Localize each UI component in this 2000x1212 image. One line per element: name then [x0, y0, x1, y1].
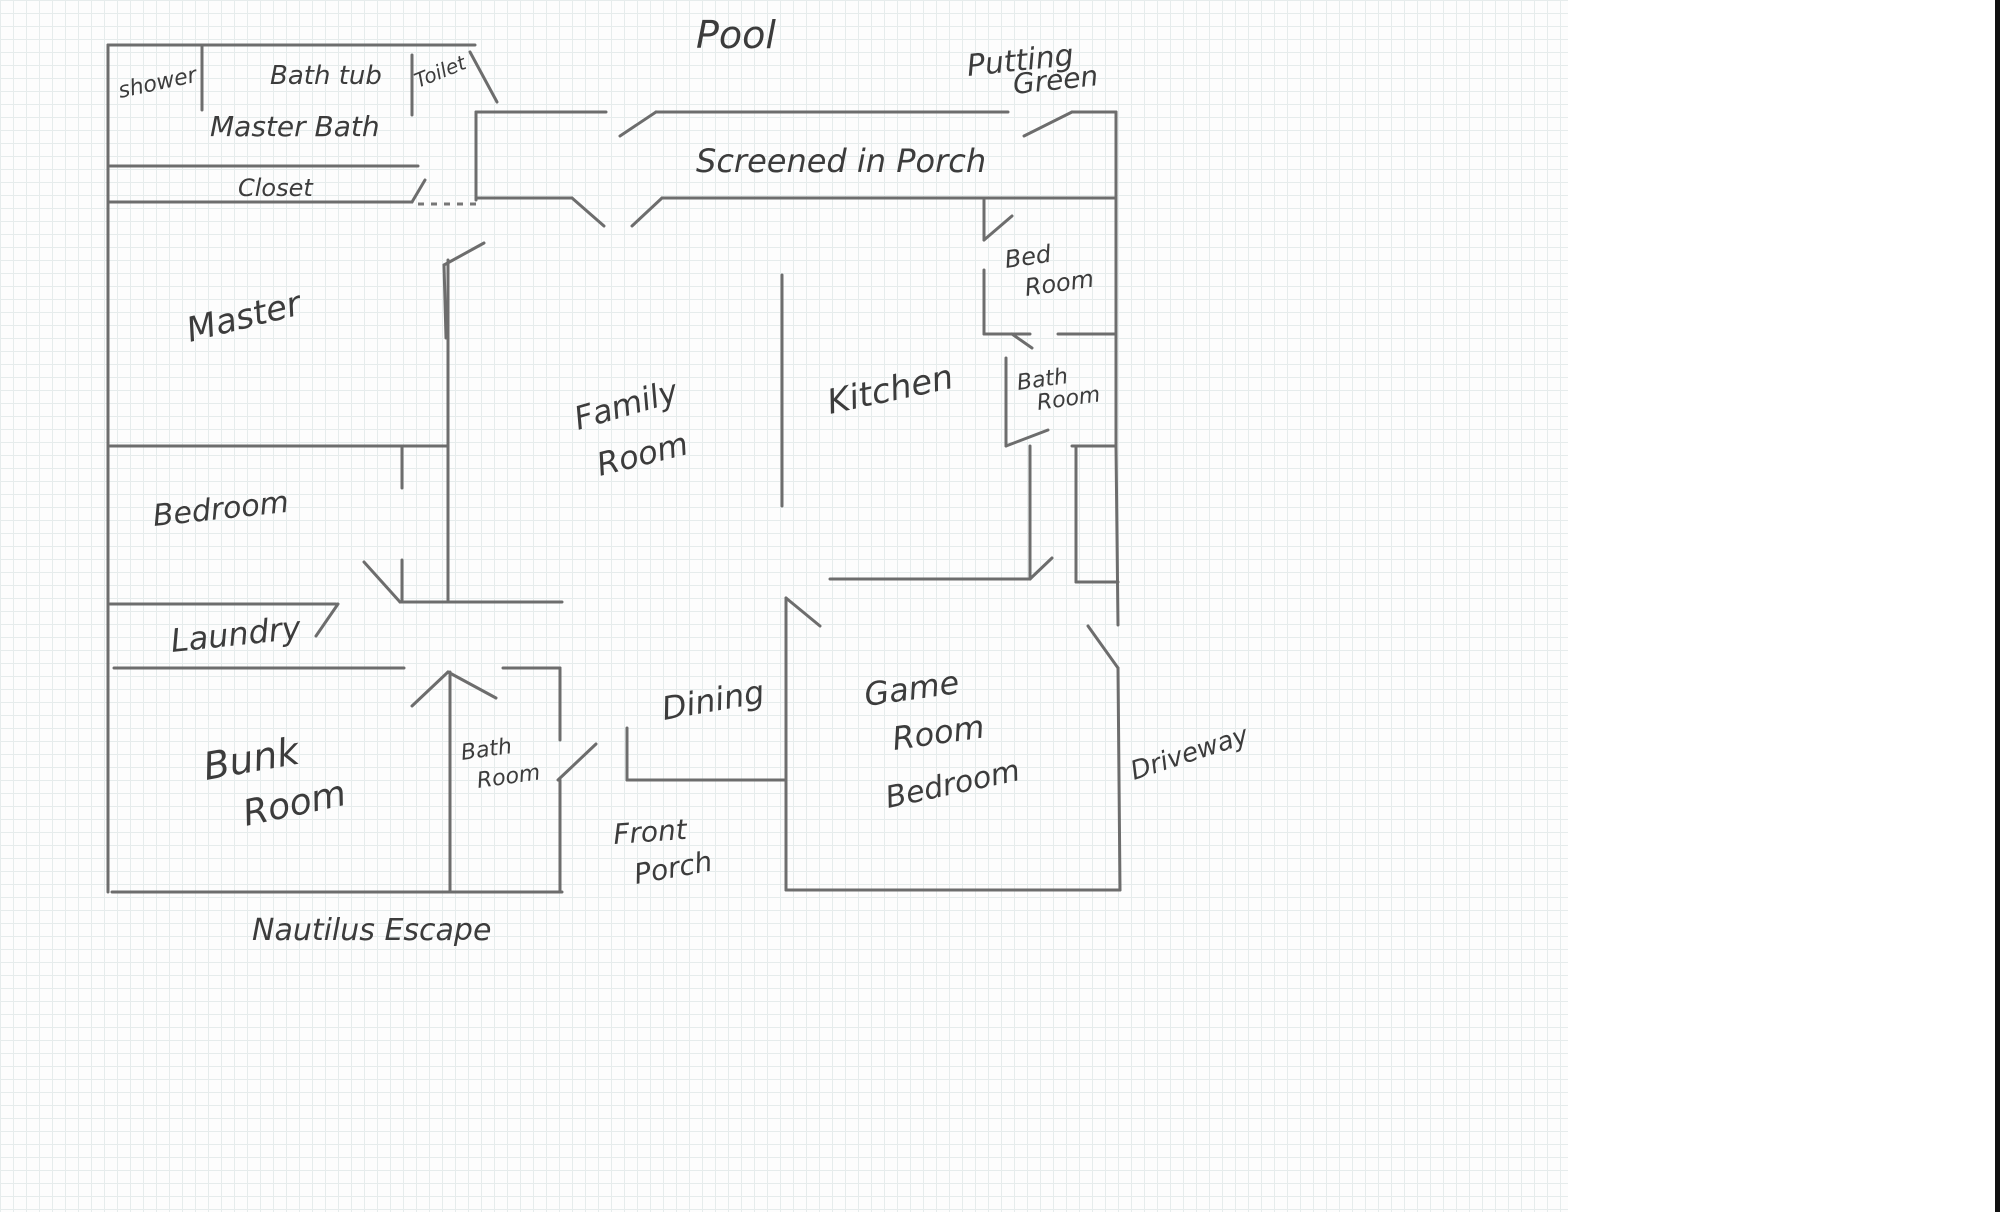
- door-game: [784, 596, 822, 628]
- label-family-room: Room: [593, 424, 692, 483]
- label-toilet: Toilet: [411, 50, 470, 93]
- label-bedroom-ne-1: Bed: [1003, 240, 1054, 274]
- label-front: Front: [612, 813, 689, 851]
- scan-edge-line: [1995, 0, 2000, 1212]
- label-game-bedroom: Bedroom: [882, 753, 1023, 816]
- label-bathtub: Bath tub: [270, 61, 382, 91]
- door-bath-s-right: [446, 670, 498, 700]
- door-porch-right: [1022, 110, 1074, 138]
- label-bath-s-2: Room: [475, 760, 542, 794]
- label-bedroom-ne-2: Room: [1023, 265, 1096, 302]
- label-bath-s-1: Bath: [459, 734, 513, 766]
- door-bed-ne-swing: [1010, 332, 1034, 350]
- door-bedroom: [362, 560, 402, 604]
- label-master-bath: Master Bath: [210, 110, 380, 143]
- door-laundry: [314, 602, 340, 638]
- label-master: Master: [183, 283, 307, 350]
- door-porch-bottom-right: [630, 196, 664, 228]
- door-master-jamb: [442, 263, 448, 340]
- door-kitchen: [1028, 556, 1054, 581]
- label-shower: shower: [116, 62, 201, 103]
- door-driveway: [1086, 624, 1120, 670]
- wall-outer-right-mid: [1114, 444, 1120, 627]
- label-bunk-room: Room: [239, 773, 349, 835]
- label-screened-porch: Screened in Porch: [696, 142, 986, 180]
- label-game-room: Room: [890, 707, 987, 758]
- wall-game-right: [1116, 666, 1122, 892]
- label-game: Game: [862, 663, 962, 714]
- label-driveway: Driveway: [1127, 720, 1253, 786]
- door-swings: [314, 50, 1120, 782]
- door-bath-s-east: [556, 742, 598, 782]
- label-house-name: Nautilus Escape: [252, 913, 491, 948]
- door-bath-e: [1004, 428, 1050, 448]
- scan-margin: [1568, 0, 2000, 1212]
- room-labels: Pool Putting Green shower Bath tub Toile…: [116, 13, 1253, 948]
- label-bedroom: Bedroom: [151, 485, 290, 534]
- label-pool: Pool: [696, 13, 776, 57]
- label-kitchen: Kitchen: [824, 357, 957, 423]
- door-porch-top: [618, 110, 658, 138]
- label-closet: Closet: [238, 174, 314, 202]
- door-bath-s-left: [410, 670, 450, 708]
- label-dining: Dining: [659, 673, 767, 728]
- floor-plan-drawing: Pool Putting Green shower Bath tub Toile…: [106, 13, 1253, 948]
- door-closet: [410, 178, 427, 204]
- walls: [106, 43, 1122, 894]
- door-master-swing: [442, 241, 486, 267]
- door-porch-bottom-left: [570, 196, 606, 228]
- door-toilet: [468, 50, 499, 104]
- label-bunk: Bunk: [200, 728, 304, 788]
- door-bed-ne: [982, 214, 1014, 242]
- label-laundry: Laundry: [169, 608, 304, 660]
- label-front-porch: Porch: [631, 845, 714, 891]
